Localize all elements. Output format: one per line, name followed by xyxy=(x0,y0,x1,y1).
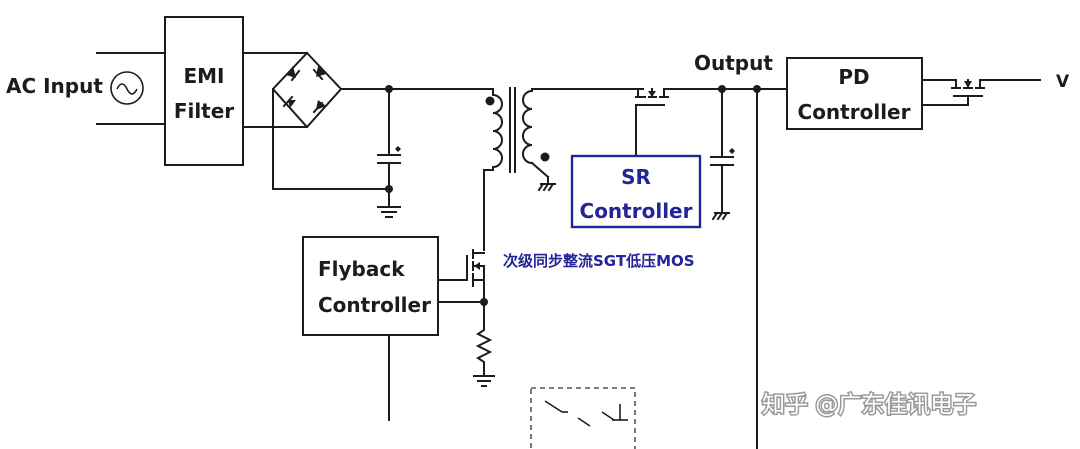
polarity-dot xyxy=(485,96,495,106)
sr-controller-block: SR Controller xyxy=(570,154,702,229)
ground-icon xyxy=(711,211,730,221)
wire-dc-return xyxy=(272,88,390,190)
emi-label: EMI xyxy=(183,64,224,88)
emi-filter-box xyxy=(164,16,244,166)
flyback-controller-label: Controller xyxy=(318,293,431,317)
watermark-text: 知乎 @广东佳讯电子 xyxy=(762,392,976,418)
sense-resistor xyxy=(473,301,495,387)
sr-mosfet xyxy=(630,88,719,157)
wire-primary-drain xyxy=(483,166,494,251)
ac-input-label: AC Input xyxy=(6,74,103,98)
sr-label: SR xyxy=(621,165,651,189)
primary-mosfet xyxy=(439,249,488,309)
diode-icon xyxy=(312,100,326,114)
diode-icon xyxy=(286,66,301,82)
flyback-controller-box xyxy=(302,236,439,336)
sr-controller-box xyxy=(570,154,702,229)
sr-mos-annotation: 次级同步整流SGT低压MOS xyxy=(503,252,695,270)
sr-controller-label: Controller xyxy=(580,199,693,223)
ground-icon xyxy=(377,206,401,218)
diode-icon xyxy=(282,95,296,108)
ground-icon xyxy=(537,176,556,192)
bridge-diamond xyxy=(271,51,343,129)
sine-wave-icon xyxy=(116,83,138,95)
output-capacitor xyxy=(710,88,735,221)
cropped-switch-box xyxy=(530,387,636,449)
pd-controller-box xyxy=(786,57,923,130)
diode-icon xyxy=(312,66,326,81)
watermark: 知乎 @广东佳讯电子 xyxy=(761,391,978,420)
ac-input: AC Input xyxy=(6,71,144,105)
filter-label: Filter xyxy=(174,99,234,123)
bridge-rectifier xyxy=(271,51,343,129)
polarity-dot xyxy=(540,152,550,162)
ground-icon xyxy=(473,375,495,387)
v-output-label: V xyxy=(1056,72,1070,92)
flyback-controller-block: Flyback Controller xyxy=(302,236,439,421)
pd-controller-label: Controller xyxy=(798,100,911,124)
secondary-winding xyxy=(522,89,534,165)
primary-winding xyxy=(491,93,503,169)
pd-controller-block: PD Controller xyxy=(786,57,923,130)
flyback-label: Flyback xyxy=(318,257,405,281)
pd-label: PD xyxy=(838,65,869,89)
output-label: Output xyxy=(694,51,773,75)
load-switch-mosfet xyxy=(921,79,1041,106)
ac-source-icon xyxy=(110,71,144,105)
bulk-capacitor xyxy=(377,85,401,218)
flyback-transformer xyxy=(485,87,644,192)
emi-filter-block: EMI Filter xyxy=(164,16,244,166)
